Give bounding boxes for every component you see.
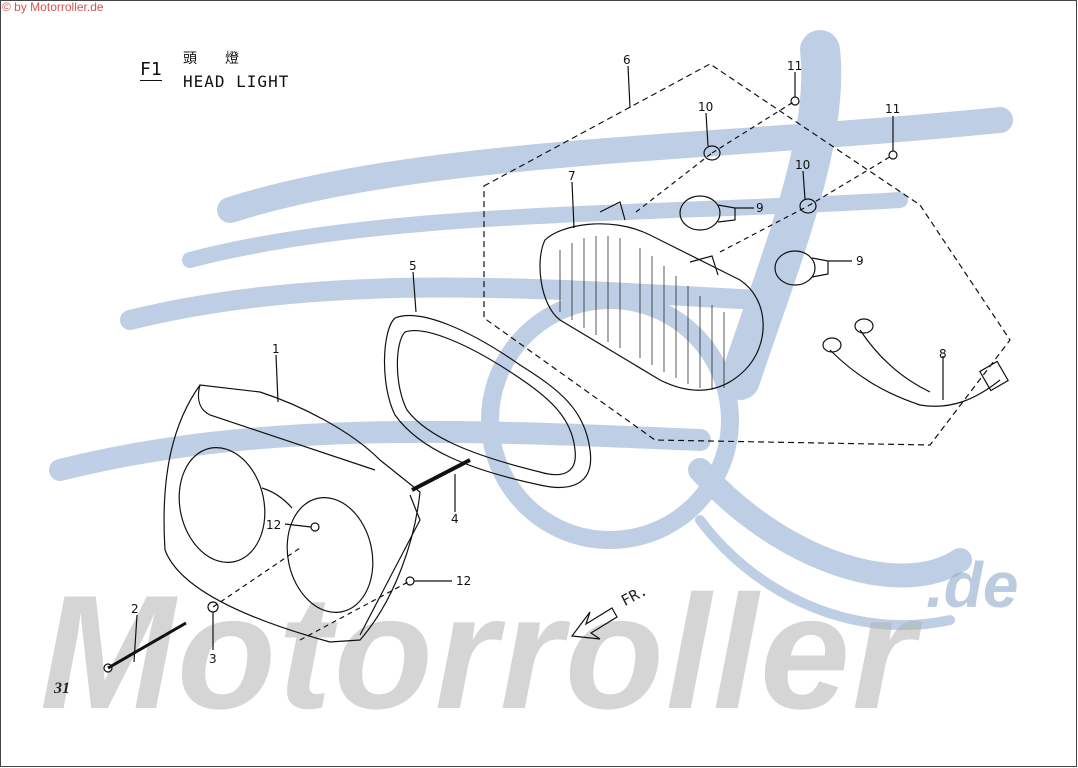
callout-1: 1 [272, 342, 280, 356]
bulb-upper [679, 195, 736, 231]
screw-12-upper [310, 522, 320, 532]
callout-7: 7 [568, 169, 576, 183]
callout-9-lower: 9 [856, 254, 864, 268]
callout-2: 2 [131, 602, 139, 616]
watermark-domain: .de [926, 549, 1019, 621]
callout-11-lower: 11 [885, 102, 901, 116]
section-title-cjk: 頭燈 [183, 51, 267, 67]
callout-5: 5 [409, 259, 417, 273]
gasket [383, 314, 592, 489]
section-code: F1 [140, 59, 162, 81]
callout-12-lower: 12 [456, 574, 472, 588]
callout-10-lower: 10 [795, 158, 811, 172]
page-number: 31 [54, 680, 70, 697]
wiring-harness [822, 318, 1009, 407]
callout-6: 6 [623, 53, 631, 67]
callout-4: 4 [451, 512, 459, 526]
callout-3: 3 [209, 652, 217, 666]
callout-11-upper: 11 [787, 59, 803, 73]
callout-8: 8 [939, 347, 947, 361]
watermark-wordmark: Motorroller [40, 562, 918, 743]
screw-upper [790, 96, 800, 106]
headlight-case [163, 384, 421, 643]
mount-screw [107, 621, 187, 670]
screw-12-lower [405, 576, 415, 586]
section-title: HEAD LIGHT [183, 72, 290, 91]
adjust-screw [411, 458, 471, 492]
callout-10-upper: 10 [698, 100, 714, 114]
bulb-lower [774, 250, 829, 286]
socket-upper [703, 145, 721, 161]
copyright-notice: © by Motorroller.de [2, 0, 104, 14]
assembly-boundary [483, 63, 1011, 446]
front-direction-arrow [570, 607, 618, 640]
headlight-lens-unit [539, 201, 764, 391]
callout-12-upper: 12 [266, 518, 282, 532]
socket-lower [799, 198, 817, 214]
callout-9-upper: 9 [756, 201, 764, 215]
